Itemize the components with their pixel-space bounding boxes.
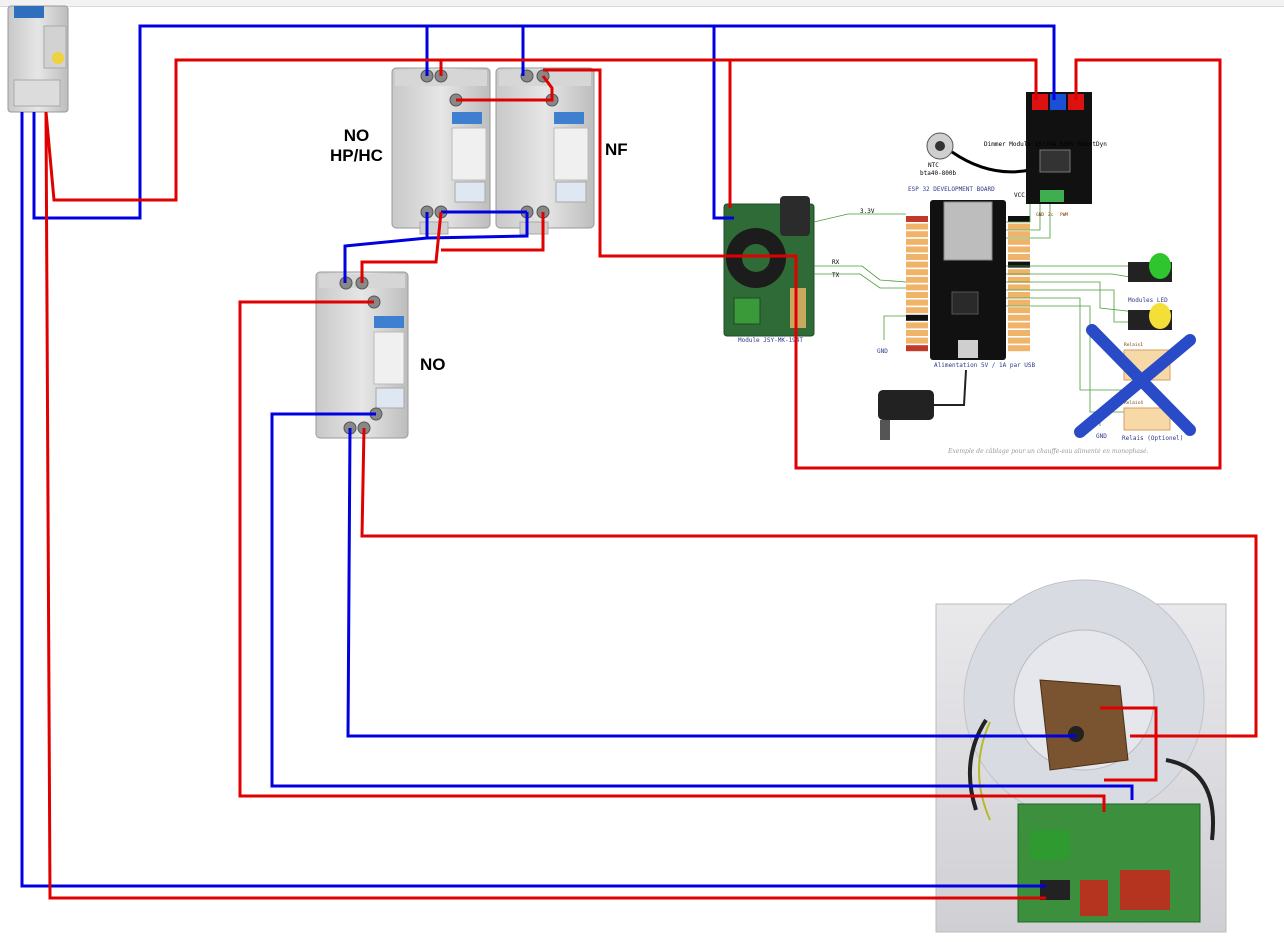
relay-modules: Relais1 Relais4 Relais (Optionel) <box>1074 324 1196 442</box>
esp32-pin-left <box>906 330 928 336</box>
esp32-pin-left <box>906 276 928 283</box>
neutral-nohphc-nf-bridge <box>343 212 429 283</box>
esp32-pin-right <box>1008 345 1030 352</box>
dimmer-module: Dimmer Module 16/24A 600V RobotDyn GND Z… <box>984 92 1107 218</box>
esp32-board: ESP 32 DEVELOPMENT BOARD Alimentation 5V… <box>906 186 1036 369</box>
power-wiring <box>20 24 1258 900</box>
esp32-pin-right <box>1008 307 1030 314</box>
live-nohphc-nf <box>456 75 554 102</box>
live-to-heater-c <box>1100 706 1158 782</box>
esp32-pin-right <box>1008 330 1030 336</box>
v33-label: 3.3V <box>860 208 875 215</box>
esp32-pin-right <box>1008 284 1030 291</box>
esp32-pin-right <box>1008 216 1030 222</box>
led-label: Modules LED <box>1128 297 1168 304</box>
usb-power-supply <box>878 369 967 440</box>
esp32-pin-right <box>1008 269 1030 276</box>
esp32-pin-right <box>1008 223 1030 230</box>
neutral-bridge-3 <box>426 212 529 240</box>
esp32-pin-left <box>906 246 928 253</box>
esp32-pin-right <box>1008 314 1030 321</box>
jsy-module: Module JSY-MK-194T <box>723 196 815 344</box>
esp32-pin-right <box>1008 238 1030 245</box>
esp32-pin-left <box>906 299 928 306</box>
esp32-pin-right <box>1008 337 1030 344</box>
esp32-pin-left <box>906 284 928 291</box>
live-nohphc-to-no <box>360 211 443 283</box>
esp32-pin-left <box>906 254 928 260</box>
dimmer-zc: Zc <box>1048 212 1054 218</box>
live-nf-to-dimmer <box>543 58 1222 470</box>
led-modules: Modules LED <box>1128 253 1172 330</box>
power-label: Alimentation 5V / 1A par USB <box>934 362 1036 369</box>
esp32-pin-left <box>906 238 928 245</box>
esp32-pin-right <box>1008 231 1030 238</box>
esp32-pin-left <box>906 345 928 352</box>
label-contactor-no: NO <box>420 355 446 374</box>
relay-top-label: Relais1 <box>1124 342 1143 348</box>
rx-label: RX <box>832 259 840 266</box>
relay-bottom-label: Relais4 <box>1124 400 1143 406</box>
label-no: NO <box>343 126 370 145</box>
esp32-pin-left <box>906 216 928 222</box>
contactor-nf <box>495 67 595 235</box>
esp32-pin-left <box>906 261 928 268</box>
jsy-label: Module JSY-MK-194T <box>738 337 803 344</box>
circuit-breaker <box>7 5 69 113</box>
esp32-pin-right <box>1008 276 1030 283</box>
live-main <box>44 58 1038 202</box>
label-contactor-nf: NF <box>605 140 628 159</box>
dimmer-label: Dimmer Module 16/24A 600V RobotDyn <box>984 141 1107 148</box>
esp32-pin-left <box>906 292 928 298</box>
schematic-panel: Module JSY-MK-194T ESP 32 DEVELOPMENT BO… <box>723 92 1196 455</box>
ntc-label: NTC <box>928 162 939 169</box>
esp32-pin-right <box>1008 246 1030 253</box>
contactor-no-hphc <box>391 67 491 235</box>
neutral-to-heater-c <box>20 112 1046 888</box>
esp32-pin-left <box>906 322 928 329</box>
gnd-label-2: GND <box>1096 433 1107 440</box>
neutral-to-heater-a <box>270 412 1134 800</box>
water-heater <box>935 579 1227 933</box>
neutral-main <box>32 24 1056 220</box>
esp32-pin-left <box>906 337 928 344</box>
relay-label: Relais (Optionel) <box>1122 435 1183 442</box>
esp32-pin-right <box>1008 292 1030 298</box>
live-to-heater-a <box>238 300 1106 812</box>
schematic-caption: Exemple de câblage pour un chauffe-eau a… <box>947 448 1149 455</box>
dimmer-pwm: PWM <box>1060 212 1068 218</box>
esp32-right-pins <box>1008 216 1030 352</box>
esp32-pin-left <box>906 223 928 230</box>
live-to-heater-d <box>44 111 1046 900</box>
ntc-label-2: bta40-800b <box>920 170 957 177</box>
contactor-no <box>315 271 409 439</box>
esp32-pin-left <box>906 314 928 321</box>
ntc-sensor: NTC bta40-800b <box>920 132 1040 177</box>
esp32-pin-right <box>1008 322 1030 329</box>
esp32-pin-left <box>906 269 928 276</box>
label-contactor-no-hphc: NO HP/HC <box>330 126 383 166</box>
top-border <box>0 0 1284 7</box>
esp32-left-pins <box>906 216 928 352</box>
label-hphc: HP/HC <box>330 146 383 165</box>
gnd-label: GND <box>877 348 888 355</box>
dimmer-gnd: GND <box>1036 212 1044 218</box>
esp32-pin-right <box>1008 254 1030 260</box>
tx-label: TX <box>832 272 840 279</box>
cross-mark-b <box>1074 334 1196 438</box>
neutral-to-jsy <box>712 26 734 220</box>
esp32-pin-right <box>1008 261 1030 268</box>
board-title: ESP 32 DEVELOPMENT BOARD <box>908 186 995 193</box>
esp32-pin-left <box>906 231 928 238</box>
esp32-pin-left <box>906 307 928 314</box>
neutral-to-heater-b <box>346 427 1076 738</box>
live-to-heater-b <box>360 427 1258 738</box>
live-nf-to-no <box>441 212 545 252</box>
esp32-pin-right <box>1008 299 1030 306</box>
